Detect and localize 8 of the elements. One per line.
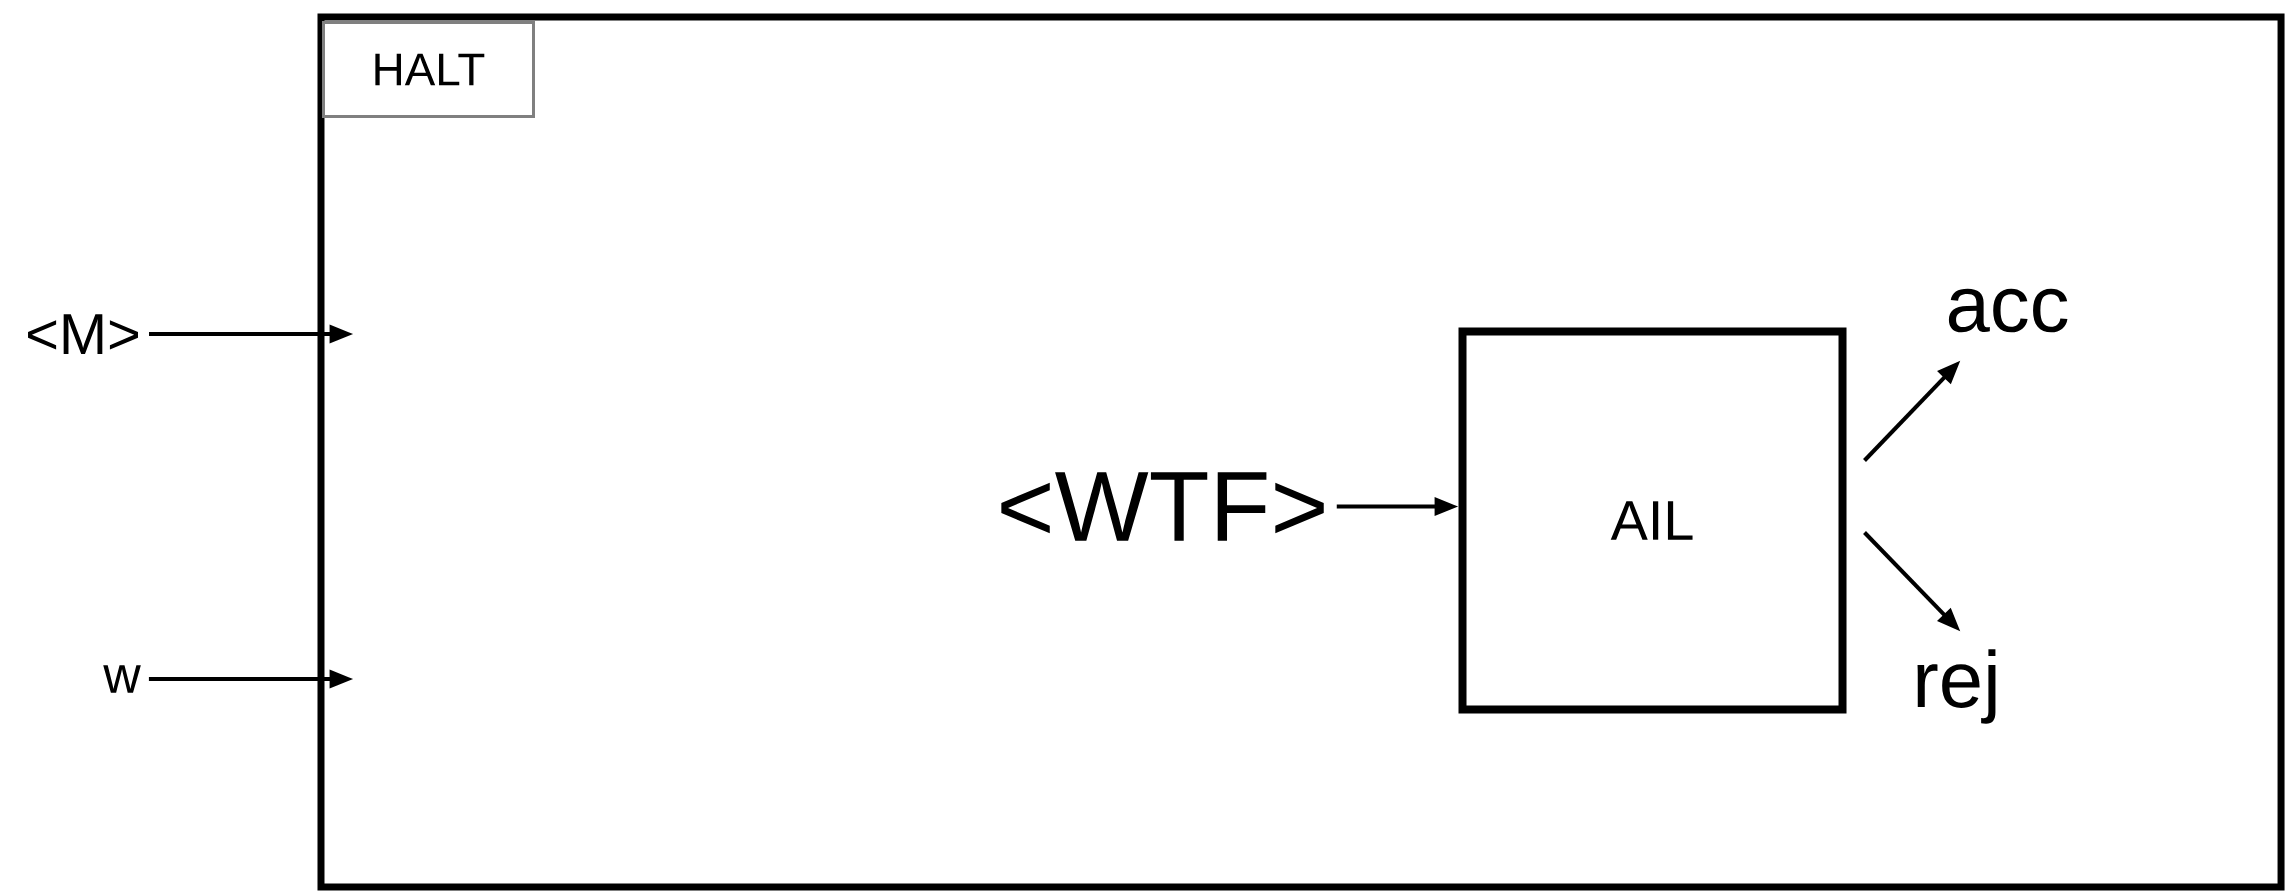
output-text: acc <box>1948 288 2068 333</box>
input-text: <WTF> <box>1001 472 1324 541</box>
frame-box <box>317 13 2285 891</box>
process-box: AIL <box>1458 327 1847 714</box>
output-text: rej <box>1917 649 1996 724</box>
title-box: HALT <box>322 21 535 118</box>
input-text: w <box>103 665 141 693</box>
input-text: <M> <box>28 314 138 354</box>
